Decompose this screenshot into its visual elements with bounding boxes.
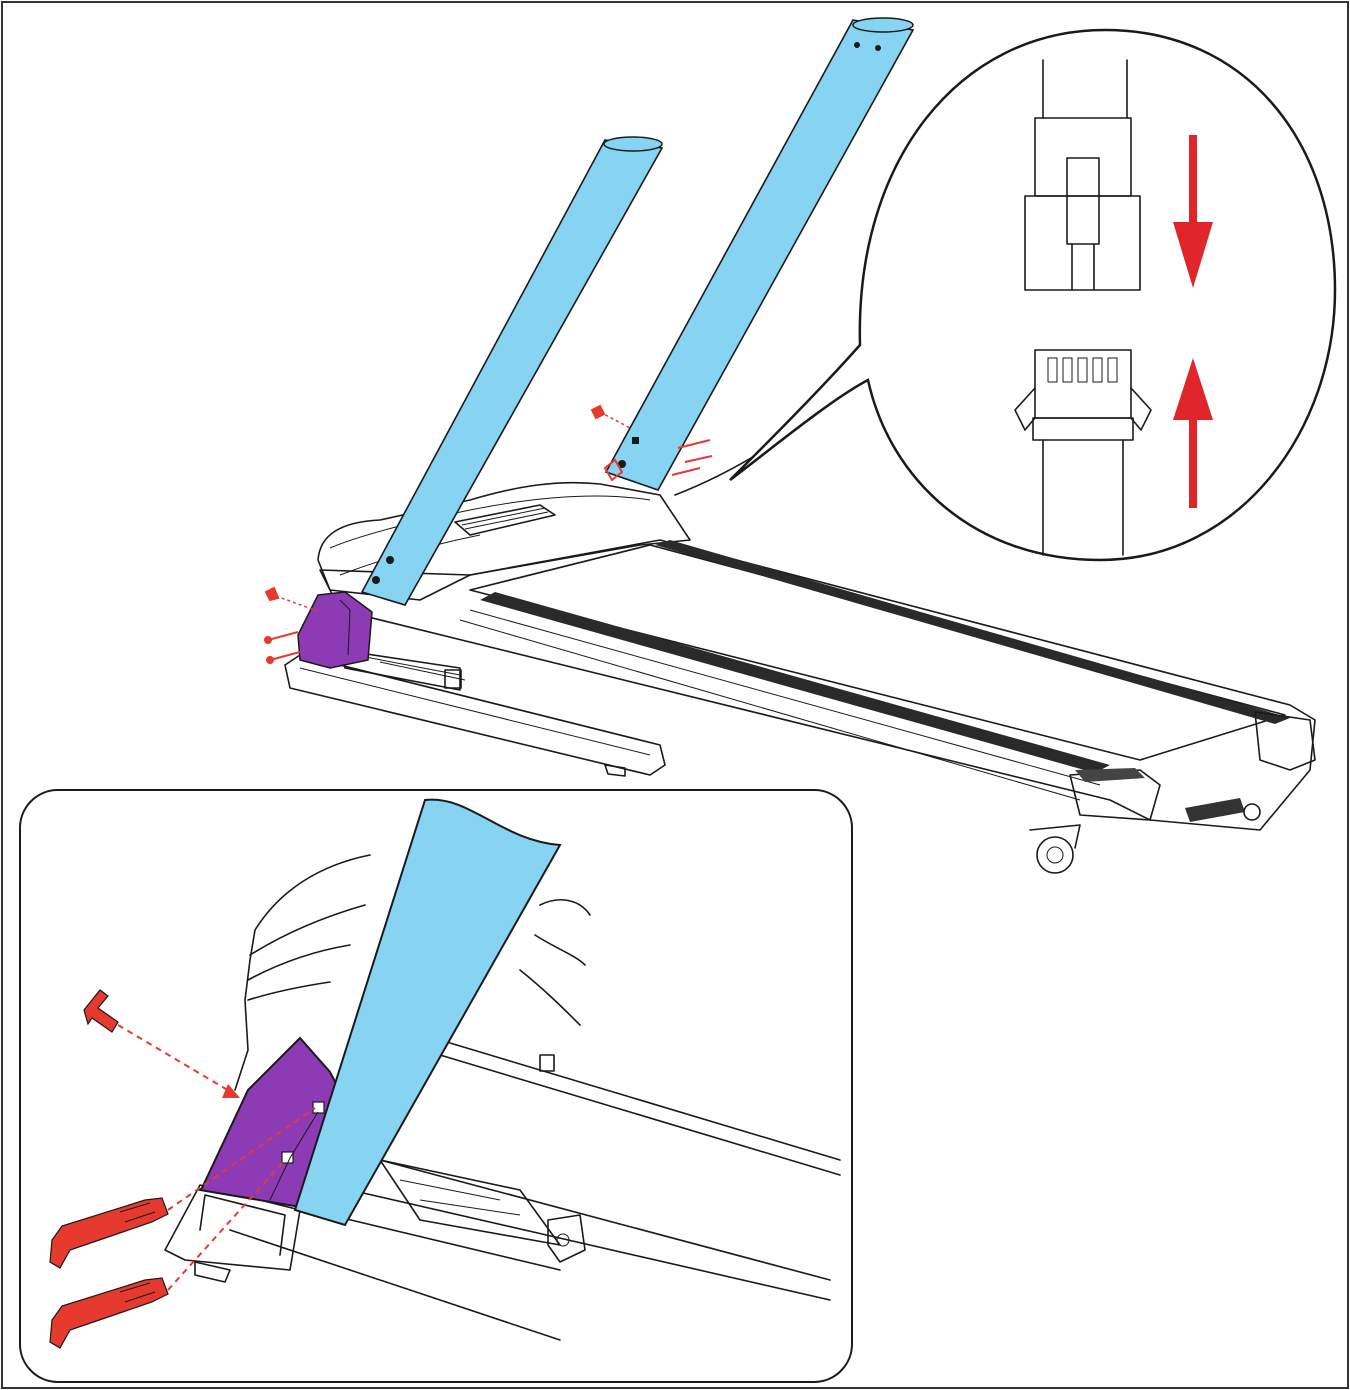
- rear-wheel: [1036, 836, 1074, 874]
- rear-grille: [1185, 798, 1245, 822]
- bolt-icon: [83, 989, 119, 1033]
- bolt-guide-bottom: [167, 1159, 286, 1291]
- connector-socket-icon: [1014, 349, 1152, 556]
- connector-detail-callout: [729, 28, 1337, 562]
- bolt-guide-top: [117, 1024, 237, 1096]
- arrow-down-icon: [1173, 135, 1213, 288]
- motor-hood: [317, 481, 691, 601]
- long-bolt-middle: [49, 1197, 169, 1269]
- right-side-rail: [655, 540, 1290, 724]
- left-bracket-bolts: [264, 586, 321, 664]
- running-belt: [469, 544, 1286, 761]
- long-bolt-bottom: [49, 1277, 169, 1349]
- deck-body: [319, 539, 1316, 831]
- hood-vent: [454, 504, 556, 536]
- bracket-detail-inset: [19, 789, 853, 1383]
- treadmill-base: [317, 481, 1316, 874]
- bolt-guide-middle: [167, 1107, 316, 1211]
- inset-upright-tube: [293, 798, 562, 1227]
- left-side-rail: [480, 592, 1110, 773]
- connector-plug-icon: [1024, 195, 1141, 291]
- right-upright-bolts: [590, 404, 713, 482]
- arrow-up-icon: [1173, 358, 1213, 508]
